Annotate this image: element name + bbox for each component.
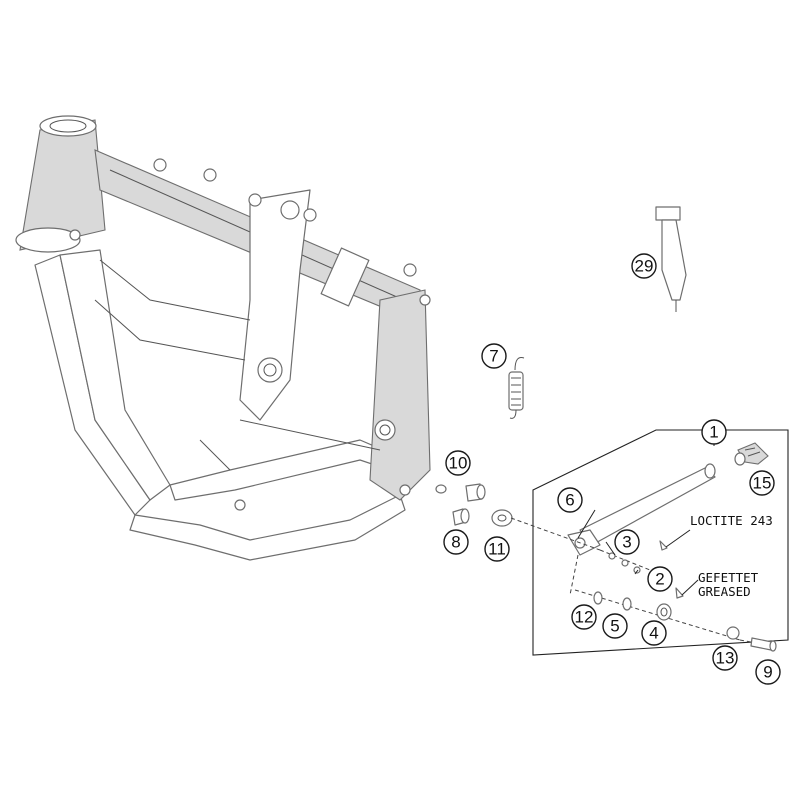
svg-text:29: 29 — [635, 257, 654, 276]
svg-text:3: 3 — [622, 533, 631, 552]
svg-text:11: 11 — [488, 540, 506, 559]
side-stand-assembly — [510, 429, 789, 656]
svg-text:10: 10 — [449, 454, 468, 473]
callout-7: 7 — [481, 343, 507, 369]
svg-text:8: 8 — [451, 533, 460, 552]
svg-text:2: 2 — [655, 570, 664, 589]
callout-2: 2 — [647, 566, 673, 592]
svg-text:7: 7 — [489, 347, 498, 366]
svg-text:5: 5 — [610, 617, 619, 636]
svg-text:1: 1 — [709, 423, 718, 442]
note-greased: GREASED — [698, 584, 751, 599]
part-29-tool — [655, 206, 687, 312]
callout-9: 9 — [755, 659, 781, 685]
motorcycle-frame — [15, 115, 431, 561]
parts-8-10-11 — [435, 483, 513, 527]
svg-text:15: 15 — [753, 474, 772, 493]
note-loctite: LOCTITE 243 — [690, 513, 773, 528]
callout-13: 13 — [712, 645, 738, 671]
note-gefettet: GEFETTET — [698, 570, 759, 585]
svg-text:12: 12 — [575, 608, 594, 627]
svg-text:4: 4 — [649, 624, 658, 643]
callout-3: 3 — [614, 529, 640, 555]
svg-text:6: 6 — [565, 491, 574, 510]
part-7-spring — [508, 357, 525, 419]
callout-5: 5 — [602, 613, 628, 639]
callout-29: 29 — [631, 253, 657, 279]
callout-1: 1 — [701, 419, 727, 445]
callout-12: 12 — [571, 604, 597, 630]
callout-15: 15 — [749, 470, 775, 496]
callout-6: 6 — [557, 487, 583, 513]
svg-text:9: 9 — [763, 663, 772, 682]
callout-11: 11 — [484, 536, 510, 562]
callout-4: 4 — [641, 620, 667, 646]
callout-10: 10 — [445, 450, 471, 476]
callout-8: 8 — [443, 529, 469, 555]
svg-text:13: 13 — [716, 649, 735, 668]
assembly-box — [532, 429, 789, 656]
